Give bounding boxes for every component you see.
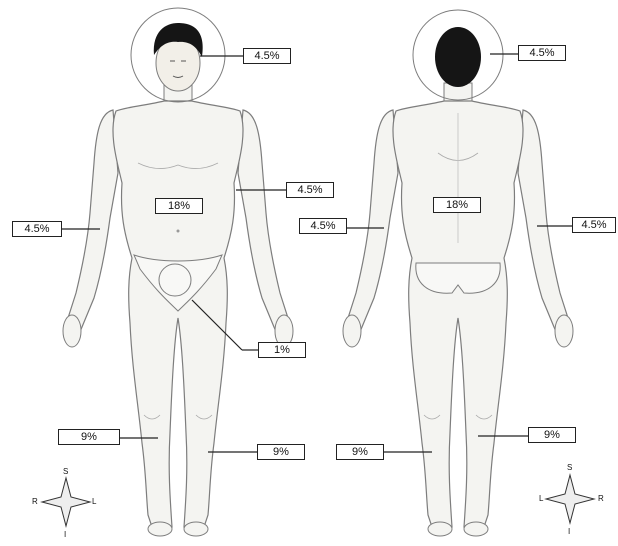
label-front-left-arm: 4.5% (286, 182, 334, 198)
label-front-right-arm: 4.5% (12, 221, 62, 237)
label-back-left-arm: 4.5% (299, 218, 347, 234)
compass-back-right: R (598, 494, 604, 503)
compass-front-icon (42, 478, 90, 526)
compass-front-right: R (32, 497, 38, 506)
label-genitals: 1% (258, 342, 306, 358)
compass-front-superior: S (63, 467, 68, 476)
label-back-right-leg: 9% (528, 427, 576, 443)
label-front-right-leg: 9% (58, 429, 120, 445)
compass-back-left: L (539, 494, 543, 503)
back-hair (435, 27, 481, 87)
compass-front-left: L (92, 497, 96, 506)
label-back-left-leg: 9% (336, 444, 384, 460)
compass-back-superior: S (567, 463, 572, 472)
label-back-head: 4.5% (518, 45, 566, 61)
label-front-trunk: 18% (155, 198, 203, 214)
label-front-head: 4.5% (243, 48, 291, 64)
label-front-left-leg: 9% (257, 444, 305, 460)
compass-back-icon (546, 475, 594, 523)
compass-front-inferior: I (64, 530, 66, 539)
label-back-trunk: 18% (433, 197, 481, 213)
compass-back-inferior: I (568, 527, 570, 536)
label-back-right-arm: 4.5% (572, 217, 616, 233)
